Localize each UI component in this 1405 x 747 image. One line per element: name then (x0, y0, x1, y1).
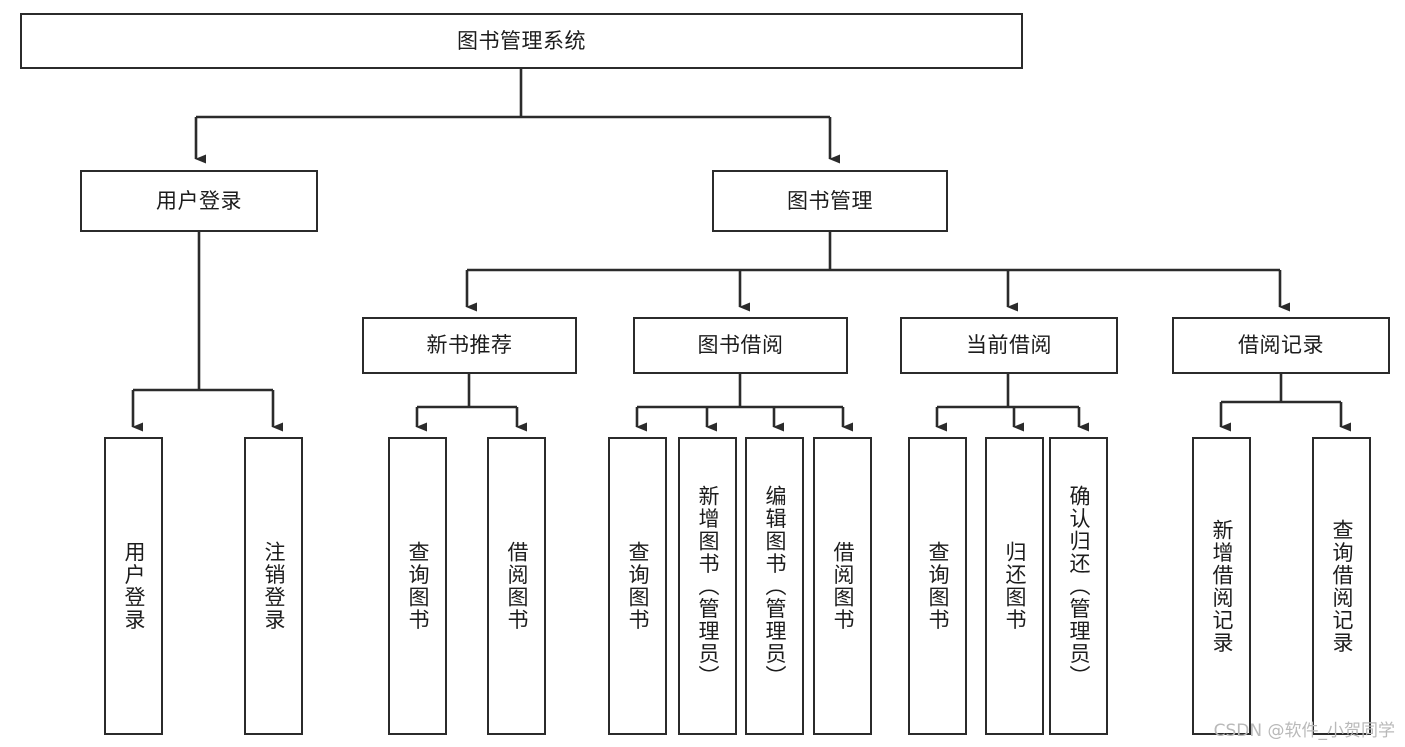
node-new-book-recommendation-label: 新书推荐 (426, 333, 513, 358)
node-leaf-logout[interactable]: 注销登录 (244, 437, 303, 735)
node-book-borrow[interactable]: 图书借阅 (633, 317, 848, 374)
node-leaf-return-book[interactable]: 归还图书 (985, 437, 1044, 735)
node-leaf-edit-book-label: 编辑图书（管理员） (763, 484, 787, 688)
node-leaf-return-book-label: 归还图书 (1003, 541, 1027, 631)
node-book-borrow-label: 图书借阅 (697, 333, 784, 358)
node-leaf-query-book-1[interactable]: 查询图书 (388, 437, 447, 735)
node-leaf-logout-label: 注销登录 (262, 541, 286, 631)
node-leaf-borrow-book-1[interactable]: 借阅图书 (487, 437, 546, 735)
node-leaf-query-book-3[interactable]: 查询图书 (908, 437, 967, 735)
node-user-login[interactable]: 用户登录 (80, 170, 318, 232)
node-user-login-label: 用户登录 (156, 188, 242, 213)
node-leaf-query-record[interactable]: 查询借阅记录 (1312, 437, 1371, 735)
node-borrow-record-label: 借阅记录 (1238, 333, 1324, 358)
node-leaf-user-login[interactable]: 用户登录 (104, 437, 163, 735)
node-new-book-recommendation[interactable]: 新书推荐 (362, 317, 577, 374)
node-leaf-query-book-3-label: 查询图书 (926, 541, 950, 631)
node-leaf-query-book-1-label: 查询图书 (406, 541, 430, 631)
node-leaf-confirm-return-label: 确认归还（管理员） (1067, 484, 1091, 688)
node-book-manage-label: 图书管理 (787, 188, 873, 213)
node-current-borrow-label: 当前借阅 (966, 333, 1052, 358)
node-leaf-borrow-book-2[interactable]: 借阅图书 (813, 437, 872, 735)
node-leaf-query-book-2[interactable]: 查询图书 (608, 437, 667, 735)
node-leaf-query-book-2-label: 查询图书 (626, 541, 650, 631)
node-root[interactable]: 图书管理系统 (20, 13, 1023, 69)
node-leaf-add-book-label: 新增图书（管理员） (696, 484, 720, 688)
node-leaf-borrow-book-2-label: 借阅图书 (831, 541, 855, 631)
node-book-manage[interactable]: 图书管理 (712, 170, 948, 232)
node-leaf-user-login-label: 用户登录 (122, 541, 146, 631)
node-leaf-confirm-return[interactable]: 确认归还（管理员） (1049, 437, 1108, 735)
node-leaf-add-book[interactable]: 新增图书（管理员） (678, 437, 737, 735)
node-leaf-borrow-book-1-label: 借阅图书 (505, 541, 529, 631)
node-leaf-edit-book[interactable]: 编辑图书（管理员） (745, 437, 804, 735)
watermark-text: CSDN @软件_小贺同学 (1213, 721, 1395, 741)
node-current-borrow[interactable]: 当前借阅 (900, 317, 1118, 374)
node-leaf-add-record-label: 新增借阅记录 (1210, 518, 1234, 654)
node-borrow-record[interactable]: 借阅记录 (1172, 317, 1390, 374)
node-root-label: 图书管理系统 (457, 28, 586, 53)
node-leaf-query-record-label: 查询借阅记录 (1330, 518, 1354, 654)
node-leaf-add-record[interactable]: 新增借阅记录 (1192, 437, 1251, 735)
